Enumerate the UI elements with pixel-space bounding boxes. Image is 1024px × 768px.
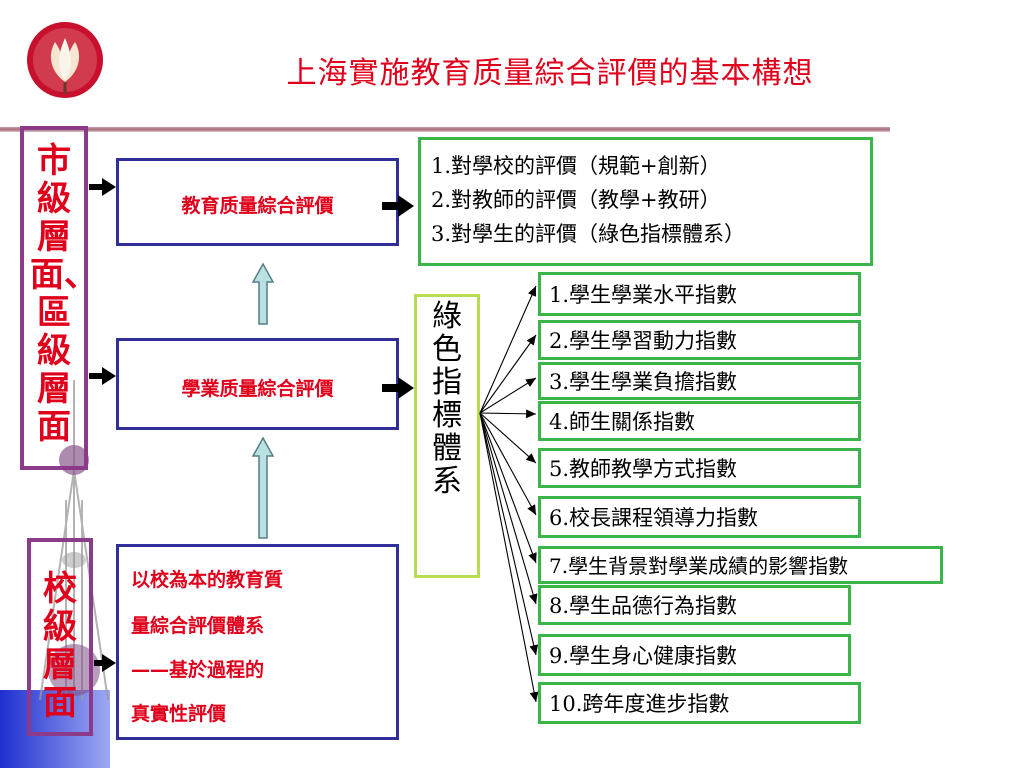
indicator-item-5: 5.教師教學方式指數	[538, 448, 861, 488]
evaluation-list-box: 1.對學校的評價（規範+創新） 2.對教師的評價（教學+教研） 3.對學生的評價…	[418, 137, 873, 266]
evaluation-item: 3.對學生的評價（綠色指標體系）	[431, 222, 746, 246]
indicator-item-9: 9.學生身心健康指數	[538, 634, 851, 676]
indicator-item-1: 1.學生學業水平指數	[538, 272, 861, 316]
school-level-label: 校級層面	[43, 569, 77, 723]
indicator-item-2: 2.學生學習動力指數	[538, 320, 861, 360]
magnolia-logo-icon	[27, 22, 103, 98]
indicator-item-10: 10.跨年度進步指數	[538, 682, 861, 724]
city-district-level-frame	[20, 126, 88, 470]
school-based-evaluation-box: 以校為本的教育質 量綜合評價體系 ——基於過程的 真實性評價	[116, 544, 399, 740]
indicator-item-8: 8.學生品德行為指數	[538, 585, 851, 625]
indicator-item-4: 4.師生關係指數	[538, 401, 861, 441]
school-level-frame	[27, 538, 93, 736]
school-based-line-4: 真實性評價	[131, 703, 227, 725]
indicator-item-3: 3.學生學業負擔指數	[538, 362, 861, 400]
school-based-line-3: ——基於過程的	[131, 659, 265, 681]
title-divider	[0, 127, 890, 132]
evaluation-item: 1.對學校的評價（規範+創新）	[431, 154, 721, 178]
green-indicator-label: 綠色指標體系	[432, 299, 462, 499]
green-indicator-box	[414, 294, 480, 578]
school-based-line-1: 以校為本的教育質	[131, 569, 284, 591]
education-quality-box: 教育质量綜合評價	[116, 158, 399, 246]
academic-quality-box: 學業质量綜合評價	[116, 338, 399, 430]
indicator-item-6: 6.校長課程領導力指數	[538, 496, 861, 538]
city-district-level-label: 市級層面、區級層面	[30, 141, 98, 447]
education-quality-label: 教育质量綜合評價	[181, 195, 334, 217]
page-title: 上海實施教育质量綜合評價的基本構想	[286, 56, 814, 91]
academic-quality-label: 學業质量綜合評價	[181, 378, 334, 400]
evaluation-item: 2.對教師的評價（教學+教研）	[431, 188, 721, 212]
indicator-item-7: 7.學生背景對學業成績的影響指數	[538, 546, 943, 584]
school-based-line-2: 量綜合評價體系	[131, 615, 265, 637]
